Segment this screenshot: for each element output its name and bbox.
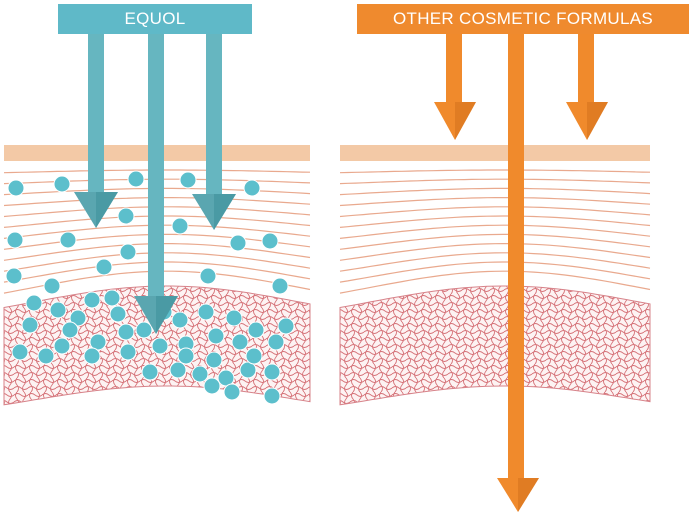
- particle-icon: [119, 243, 137, 261]
- particle-icon: [179, 171, 197, 189]
- particle-icon: [171, 311, 189, 329]
- other-dermis: [339, 285, 651, 406]
- other-skin-cross-section: [339, 145, 651, 406]
- particle-icon: [11, 343, 29, 361]
- particle-icon: [207, 327, 225, 345]
- particle-icon: [177, 347, 195, 365]
- particle-icon: [197, 303, 215, 321]
- particle-icon: [117, 207, 135, 225]
- epidermis-line: [339, 178, 651, 185]
- particle-icon: [261, 232, 279, 250]
- epidermis-line: [339, 169, 651, 174]
- particle-icon: [223, 383, 241, 401]
- equol-label: EQUOL: [58, 4, 252, 34]
- particle-icon: [203, 377, 221, 395]
- epidermis-line: [339, 187, 651, 196]
- epidermis-line: [339, 215, 651, 228]
- particle-icon: [271, 277, 289, 295]
- epidermis-line: [339, 224, 651, 239]
- particle-icon: [225, 309, 243, 327]
- equol-arrow-right-icon: [192, 34, 236, 230]
- particle-icon: [5, 267, 23, 285]
- epidermis-line: [339, 270, 651, 294]
- particle-icon: [95, 258, 113, 276]
- particle-icon: [7, 179, 25, 197]
- particle-icon: [263, 363, 281, 381]
- particle-icon: [6, 231, 24, 249]
- epidermis-line: [339, 261, 651, 283]
- particle-icon: [109, 305, 127, 323]
- particle-icon: [191, 365, 209, 383]
- epidermis-line: [339, 206, 651, 218]
- particle-icon: [247, 321, 265, 339]
- other-arrow-right-icon: [566, 34, 608, 140]
- particle-icon: [267, 333, 285, 351]
- particle-icon: [171, 217, 189, 235]
- particle-icon: [25, 294, 43, 312]
- particle-icon: [69, 309, 87, 327]
- particle-icon: [103, 289, 121, 307]
- particle-icon: [243, 179, 261, 197]
- equol-arrow-center-icon: [134, 34, 178, 334]
- particle-icon: [245, 347, 263, 365]
- particle-icon: [59, 231, 77, 249]
- particle-icon: [127, 170, 145, 188]
- particle-icon: [61, 321, 79, 339]
- particle-icon: [53, 175, 71, 193]
- particle-icon: [199, 267, 217, 285]
- particle-icon: [277, 317, 295, 335]
- other-arrow-center-icon: [497, 34, 539, 512]
- other-formulas-label: OTHER COSMETIC FORMULAS: [357, 4, 689, 34]
- particle-icon: [117, 323, 135, 341]
- particle-icon: [119, 343, 137, 361]
- other-epidermis-layers: [339, 169, 651, 294]
- other-arrow-left-icon: [434, 34, 476, 140]
- particle-icon: [141, 363, 159, 381]
- particle-icon: [21, 316, 39, 334]
- particle-icon: [263, 387, 281, 405]
- other-formula-arrows: [434, 34, 608, 512]
- particle-icon: [83, 347, 101, 365]
- particle-icon: [231, 333, 249, 351]
- particle-icon: [135, 321, 153, 339]
- particle-icon: [83, 291, 101, 309]
- particle-icon: [151, 337, 169, 355]
- particle-icon: [229, 234, 247, 252]
- particle-icon: [205, 351, 223, 369]
- epidermis-line: [339, 197, 651, 207]
- epidermis-line: [339, 252, 651, 272]
- particle-icon: [53, 337, 71, 355]
- particle-icon: [49, 301, 67, 319]
- other-skin-surface: [340, 145, 650, 161]
- equol-particles: [5, 170, 295, 405]
- epidermis-line: [339, 243, 651, 261]
- equol-arrow-left-icon: [74, 34, 118, 228]
- equol-arrows: [74, 34, 236, 334]
- epidermis-line: [339, 233, 651, 250]
- particle-icon: [169, 361, 187, 379]
- particle-icon: [43, 277, 61, 295]
- particle-icon: [37, 347, 55, 365]
